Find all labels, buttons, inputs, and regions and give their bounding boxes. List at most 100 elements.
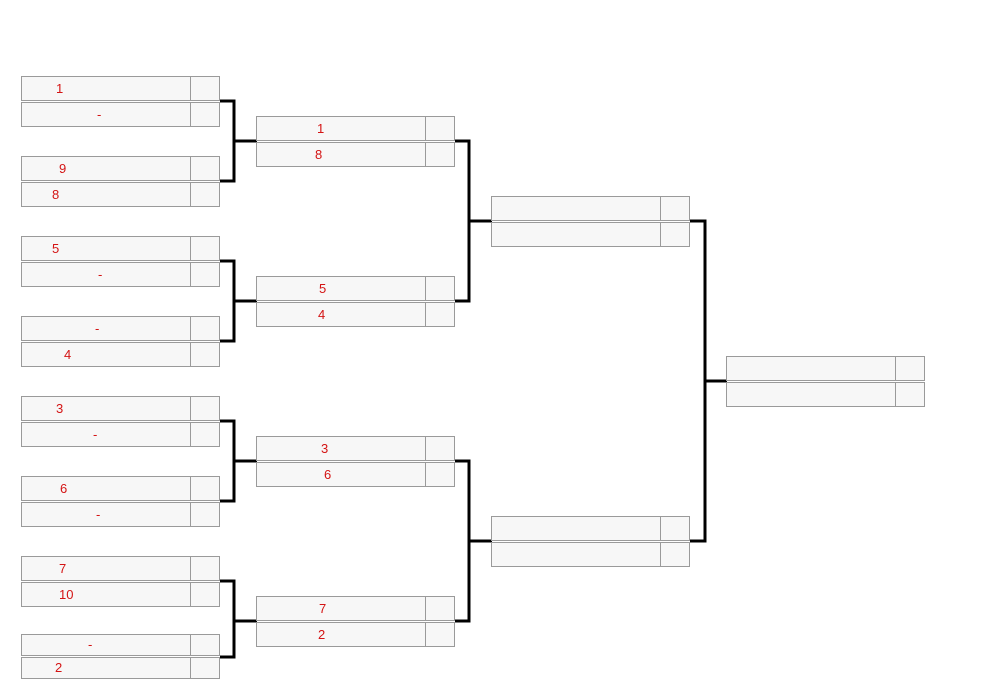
seed-label: 4 — [64, 347, 72, 362]
match-slot-top[interactable]: 3 — [21, 396, 220, 421]
score-box[interactable] — [190, 422, 219, 447]
seed-label: 1 — [317, 121, 325, 136]
round1-match-3: 5 - — [21, 236, 220, 287]
match-slot-bottom[interactable] — [726, 382, 925, 407]
final-match — [726, 356, 925, 407]
seed-label: 8 — [52, 187, 60, 202]
score-box[interactable] — [425, 596, 454, 621]
semifinal-match-2 — [491, 516, 690, 567]
seed-label: 9 — [59, 161, 67, 176]
score-box[interactable] — [660, 196, 689, 221]
connector-r1-m5-m6 — [220, 419, 257, 503]
match-slot-top[interactable] — [726, 356, 925, 381]
score-box[interactable] — [190, 342, 219, 367]
score-box[interactable] — [660, 542, 689, 567]
score-box[interactable] — [190, 396, 219, 421]
score-box[interactable] — [190, 316, 219, 341]
seed-label: - — [98, 267, 103, 282]
score-box[interactable] — [190, 76, 219, 101]
match-slot-top[interactable]: 6 — [21, 476, 220, 501]
match-slot-top[interactable]: 1 — [21, 76, 220, 101]
score-box[interactable] — [660, 222, 689, 247]
round1-match-5: 3 - — [21, 396, 220, 447]
round1-match-6: 6 - — [21, 476, 220, 527]
connector-r1-m1-m2 — [220, 99, 257, 183]
seed-label: 8 — [315, 147, 323, 162]
score-box[interactable] — [425, 116, 454, 141]
score-box[interactable] — [190, 502, 219, 527]
round2-match-1: 1 8 — [256, 116, 455, 167]
connector-r2-m1-m2 — [455, 139, 492, 303]
score-box[interactable] — [190, 262, 219, 287]
seed-label: 10 — [59, 587, 74, 602]
seed-label: 1 — [56, 81, 64, 96]
score-box[interactable] — [190, 634, 219, 656]
seed-label: 5 — [319, 281, 327, 296]
match-slot-top[interactable] — [491, 516, 690, 541]
score-box[interactable] — [425, 622, 454, 647]
match-slot-top[interactable]: 1 — [256, 116, 455, 141]
match-slot-top[interactable]: - — [21, 316, 220, 341]
round1-match-7: 7 10 — [21, 556, 220, 607]
connector-r1-m3-m4 — [220, 259, 257, 343]
score-box[interactable] — [895, 382, 924, 407]
seed-label: 5 — [52, 241, 60, 256]
match-slot-bottom[interactable]: 4 — [256, 302, 455, 327]
seed-label: 6 — [324, 467, 332, 482]
score-box[interactable] — [425, 436, 454, 461]
connector-r1-m7-m8 — [220, 579, 257, 659]
match-slot-top[interactable]: 7 — [256, 596, 455, 621]
score-box[interactable] — [190, 476, 219, 501]
score-box[interactable] — [190, 182, 219, 207]
match-slot-bottom[interactable]: 10 — [21, 582, 220, 607]
score-box[interactable] — [425, 142, 454, 167]
score-box[interactable] — [425, 462, 454, 487]
match-slot-bottom[interactable]: - — [21, 502, 220, 527]
score-box[interactable] — [895, 356, 924, 381]
round2-match-2: 5 4 — [256, 276, 455, 327]
score-box[interactable] — [190, 556, 219, 581]
seed-label: 2 — [318, 627, 326, 642]
match-slot-bottom[interactable]: 2 — [21, 657, 220, 679]
match-slot-bottom[interactable]: 2 — [256, 622, 455, 647]
match-slot-bottom[interactable] — [491, 542, 690, 567]
match-slot-bottom[interactable]: 8 — [21, 182, 220, 207]
match-slot-bottom[interactable]: 8 — [256, 142, 455, 167]
score-box[interactable] — [190, 582, 219, 607]
seed-label: - — [88, 637, 93, 652]
round2-match-3: 3 6 — [256, 436, 455, 487]
seed-label: 3 — [56, 401, 64, 416]
score-box[interactable] — [190, 102, 219, 127]
seed-label: 2 — [55, 660, 63, 675]
match-slot-bottom[interactable]: - — [21, 102, 220, 127]
match-slot-top[interactable] — [491, 196, 690, 221]
score-box[interactable] — [425, 302, 454, 327]
match-slot-bottom[interactable]: 6 — [256, 462, 455, 487]
match-slot-bottom[interactable]: 4 — [21, 342, 220, 367]
seed-label: - — [95, 321, 100, 336]
match-slot-bottom[interactable]: - — [21, 262, 220, 287]
seed-label: - — [93, 427, 98, 442]
match-slot-bottom[interactable] — [491, 222, 690, 247]
score-box[interactable] — [660, 516, 689, 541]
connector-sf — [690, 219, 727, 543]
score-box[interactable] — [190, 236, 219, 261]
match-slot-top[interactable]: - — [21, 634, 220, 656]
match-slot-top[interactable]: 7 — [21, 556, 220, 581]
seed-label: - — [96, 507, 101, 522]
match-slot-bottom[interactable]: - — [21, 422, 220, 447]
match-slot-top[interactable]: 5 — [256, 276, 455, 301]
match-slot-top[interactable]: 9 — [21, 156, 220, 181]
score-box[interactable] — [425, 276, 454, 301]
score-box[interactable] — [190, 657, 219, 679]
score-box[interactable] — [190, 156, 219, 181]
round1-match-2: 9 8 — [21, 156, 220, 207]
match-slot-top[interactable]: 3 — [256, 436, 455, 461]
round1-match-1: 1 - — [21, 76, 220, 127]
seed-label: - — [97, 107, 102, 122]
match-slot-top[interactable]: 5 — [21, 236, 220, 261]
seed-label: 7 — [59, 561, 67, 576]
round2-match-4: 7 2 — [256, 596, 455, 647]
seed-label: 7 — [319, 601, 327, 616]
round1-match-4: - 4 — [21, 316, 220, 367]
